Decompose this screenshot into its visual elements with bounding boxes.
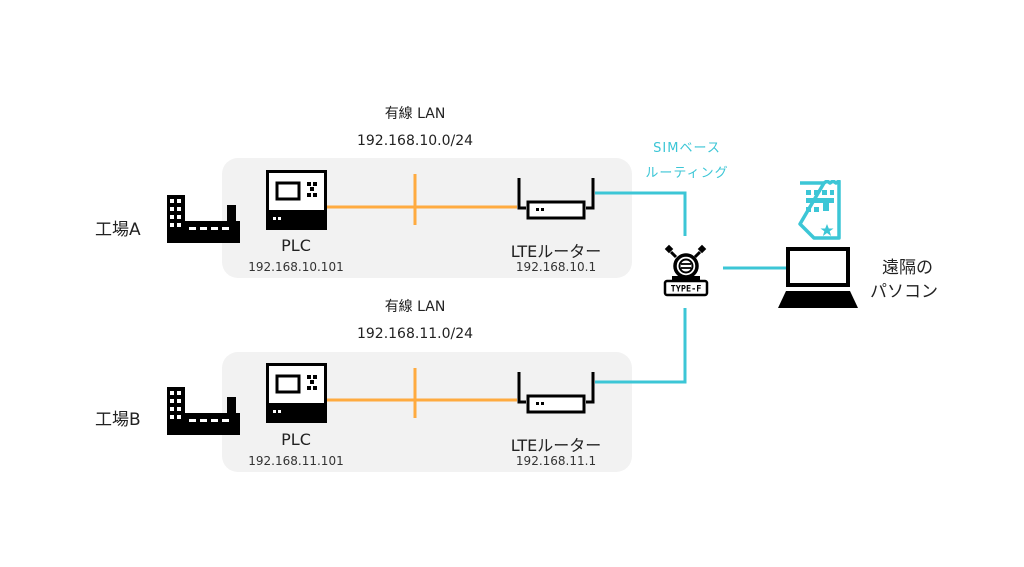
type-f-badge-text: TYPE-F (671, 285, 702, 295)
site-a-lan-label: 有線 LAN (384, 106, 446, 122)
site-b-plc-ip: 192.168.11.101 (248, 454, 344, 468)
lte-router-icon (517, 178, 595, 220)
factory-icon (167, 387, 240, 435)
site-b-router-name: LTEルーター (510, 436, 602, 455)
site-a-subnet: 192.168.10.0/24 (356, 133, 474, 149)
type-f-gateway-icon: TYPE-F (663, 244, 709, 297)
site-a-plc-ip: 192.168.10.101 (248, 260, 344, 274)
laptop-icon (778, 247, 858, 308)
site-b-lan-label: 有線 LAN (384, 299, 446, 315)
site-a-plc-name: PLC (281, 236, 311, 255)
plc-icon (266, 170, 327, 230)
sim-routing-label-line1: SIMベース (653, 141, 721, 156)
site-a-router-name: LTEルーター (510, 242, 602, 261)
site-b-plc-name: PLC (281, 430, 311, 449)
site-b-subnet: 192.168.11.0/24 (356, 326, 474, 342)
remote-pc-label-line2: パソコン (870, 282, 938, 302)
remote-pc-label-line1: 遠隔の (882, 258, 933, 278)
factory-icon (167, 195, 240, 243)
site-a-router-ip: 192.168.10.1 (515, 260, 597, 274)
lte-router-icon (517, 372, 595, 414)
site-b-router-ip: 192.168.11.1 (515, 454, 597, 468)
sim-routing-label-line2: ルーティング (645, 166, 729, 181)
sim-card-icon (798, 180, 841, 240)
site-a-lte-wire (595, 191, 687, 236)
plc-icon (266, 363, 327, 423)
site-a-label: 工場A (95, 220, 141, 240)
site-b-label: 工場B (95, 410, 141, 430)
site-b-lte-wire (595, 308, 687, 384)
